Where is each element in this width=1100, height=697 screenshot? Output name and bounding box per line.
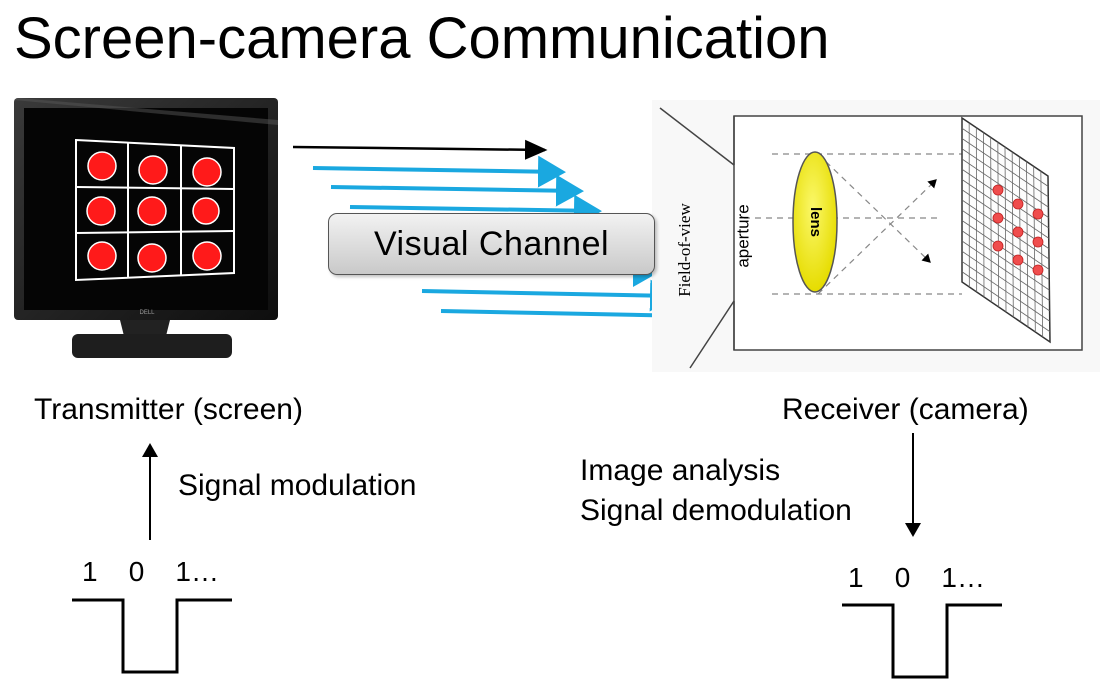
field-of-view-label-wrap: Field-of-view — [655, 200, 715, 300]
screen-grid — [75, 138, 235, 282]
sensor-grid — [961, 116, 1051, 344]
light-ray — [349, 194, 602, 227]
sensor-dot — [1012, 254, 1024, 266]
demodulation-label: Signal demodulation — [580, 494, 852, 527]
transmitter-waveform — [72, 598, 232, 674]
sensor-dot — [992, 184, 1004, 196]
screen-dot — [192, 241, 222, 271]
light-ray — [440, 299, 694, 332]
analysis-label: Image analysis — [580, 454, 781, 487]
camera-diagram: lens aperture — [652, 100, 1100, 372]
sensor-dot — [1032, 264, 1044, 276]
screen-dot — [192, 157, 222, 187]
sensor-dot — [1012, 226, 1024, 238]
screen-dots — [86, 151, 222, 273]
modulation-label: Signal modulation — [178, 469, 417, 502]
light-rays — [312, 155, 694, 332]
receiver-waveform — [842, 603, 1002, 679]
monitor: DELL — [14, 98, 278, 358]
screen-dot — [137, 196, 167, 226]
monitor-brand: DELL — [139, 310, 155, 316]
screen-dot — [86, 196, 116, 226]
light-ray — [421, 279, 678, 312]
receiver-bits: 1 0 1… — [848, 562, 985, 593]
signal-arrow — [292, 139, 548, 160]
lens-shape — [792, 151, 838, 293]
sensor-dot — [992, 240, 1004, 252]
field-of-view-label: Field-of-view — [675, 203, 694, 297]
light-ray — [312, 155, 566, 188]
screen-dot — [87, 151, 117, 181]
screen-dot — [137, 243, 167, 273]
aperture-label: aperture — [733, 204, 752, 267]
screen-dot — [192, 197, 220, 225]
lens-label: lens — [807, 207, 824, 237]
sensor-dot — [992, 212, 1004, 224]
visual-channel-box: Visual Channel — [328, 213, 655, 275]
visual-channel-label: Visual Channel — [373, 224, 610, 263]
screen-dot — [87, 241, 117, 271]
slide-title: Screen-camera Communication — [14, 6, 830, 71]
transmitter-bits: 1 0 1… — [82, 556, 219, 587]
light-ray — [330, 174, 584, 207]
transmitter-label: Transmitter (screen) — [34, 393, 303, 426]
screen-dot — [138, 155, 168, 185]
sensor-dot — [1012, 198, 1024, 210]
receiver-label: Receiver (camera) — [782, 393, 1029, 426]
sensor-dot — [1032, 208, 1044, 220]
sensor-dot — [1032, 236, 1044, 248]
